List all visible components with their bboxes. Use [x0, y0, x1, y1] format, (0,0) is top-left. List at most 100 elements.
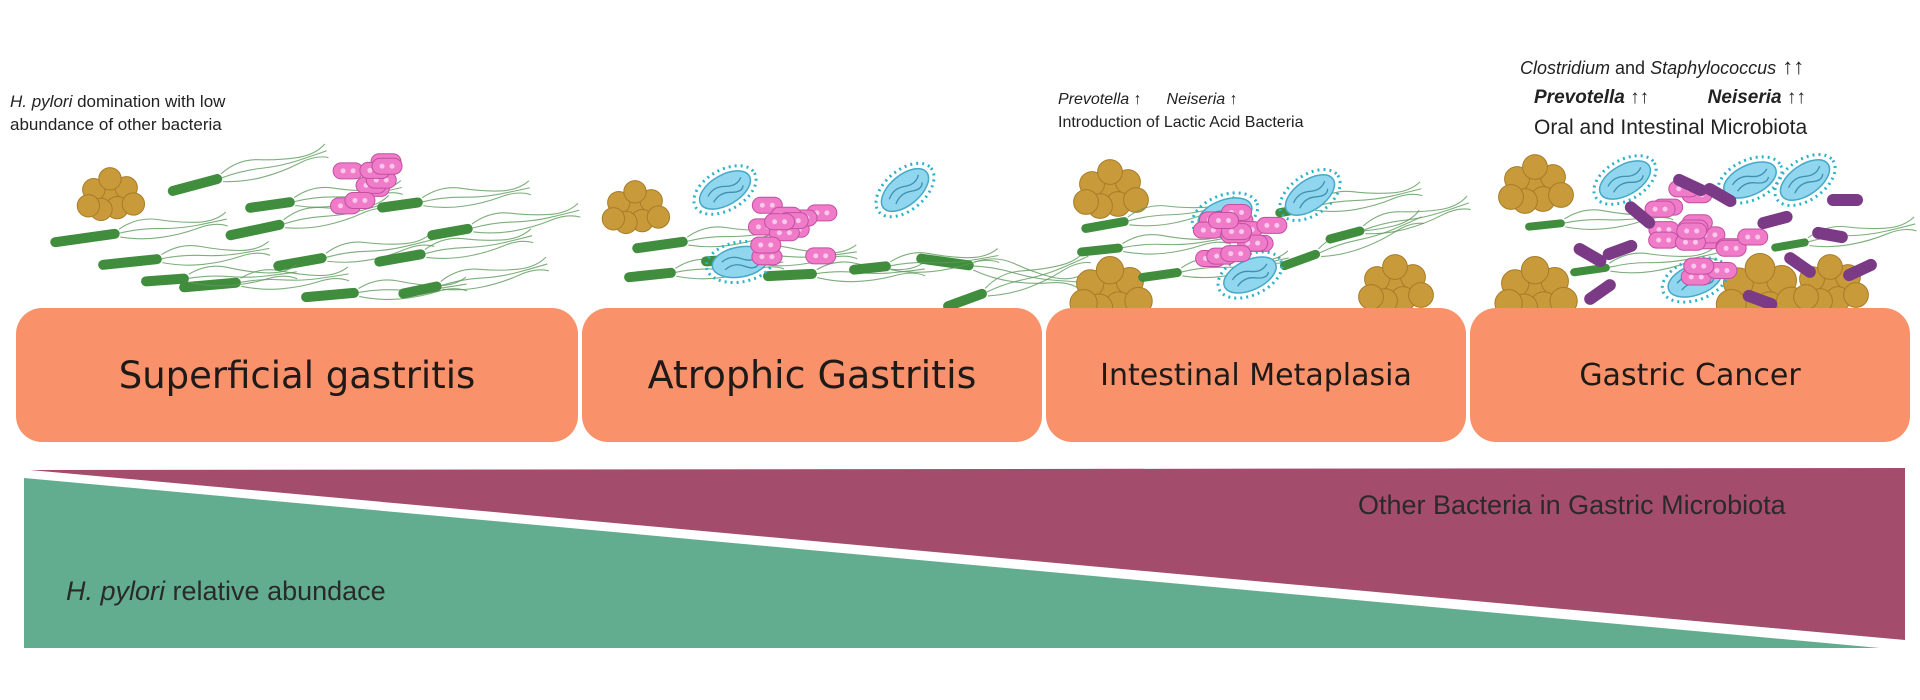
cell-detail: [1731, 168, 1770, 192]
lactic-bacterium: [1256, 216, 1288, 234]
cell-detail: [1607, 167, 1644, 193]
lactic-spot: [786, 230, 792, 236]
rod-body: [1279, 249, 1321, 271]
bacteria-illustrations: [50, 143, 1917, 325]
flagellum: [817, 272, 926, 283]
cocci-cluster: [76, 167, 146, 222]
flagellum: [1609, 252, 1718, 268]
cell-capsule: [1278, 168, 1342, 222]
coccus: [98, 167, 122, 191]
flagellum: [1319, 216, 1422, 254]
lactic-spot: [1684, 228, 1690, 234]
lactic-spot: [1255, 240, 1261, 246]
rod-bacterium: [377, 180, 532, 213]
lactic-bacteria-cluster: [747, 196, 838, 266]
lactic-spot: [337, 203, 343, 209]
flagellum: [1362, 195, 1468, 227]
lactic-spot: [769, 202, 775, 208]
lactic-spot: [352, 197, 358, 203]
stage-box-atrophic-gastritis: Atrophic Gastritis: [582, 308, 1042, 442]
rod-bacterium: [374, 228, 534, 267]
flagellum: [1122, 236, 1231, 249]
flagellum: [974, 258, 1082, 280]
rod-bacterium: [273, 232, 435, 271]
lactic-spot: [1688, 274, 1694, 280]
stage-label-intestinal-metaplasia: Intestinal Metaplasia: [1100, 357, 1412, 393]
rod-bacterium: [141, 264, 298, 287]
rod-body: [377, 197, 423, 213]
lactic-spot: [1215, 218, 1221, 224]
note-and: and: [1610, 58, 1651, 78]
flagellum: [189, 275, 298, 287]
lactic-spot: [759, 202, 765, 208]
clostridium-rod: [1602, 239, 1638, 261]
flagellum: [816, 268, 925, 275]
rod-body: [1525, 219, 1565, 231]
coccus: [623, 180, 647, 204]
lactic-bacterium: [1220, 245, 1252, 263]
lactic-bacterium: [1207, 212, 1239, 230]
rod-bacterium: [98, 240, 271, 270]
coccus: [1097, 159, 1123, 185]
cell-body: [1598, 160, 1652, 200]
lactic-spot: [813, 253, 819, 259]
note-neiseria: Neiseria: [1166, 91, 1226, 108]
flagellum: [241, 277, 350, 290]
lactic-spot: [1264, 222, 1270, 228]
lactic-bacterium: [1644, 200, 1676, 218]
flagellum: [358, 276, 467, 289]
rod-body: [225, 219, 285, 241]
cocci-cluster: [1793, 254, 1869, 314]
lactic-spot: [823, 253, 829, 259]
rod-body: [1077, 243, 1123, 257]
rod-body: [1325, 226, 1365, 244]
flagellum: [326, 239, 434, 258]
rod-body: [374, 249, 426, 267]
cell-detail: [888, 174, 923, 205]
cell-detail: [707, 177, 744, 203]
flagellum: [422, 187, 530, 203]
lactic-spot: [1698, 274, 1704, 280]
lactic-spot: [1239, 229, 1245, 235]
flagellum: [1314, 188, 1422, 208]
flagellum: [972, 269, 1080, 290]
h-pylori-wedge: [24, 478, 1880, 648]
rod-body: [1081, 217, 1129, 233]
lactic-spot: [769, 254, 775, 260]
flagellum: [161, 240, 269, 256]
note-prevotella-arrow: ↑: [1129, 91, 1142, 108]
lactic-spot: [776, 230, 782, 236]
rod-body: [98, 254, 162, 270]
prevotella-like-cell: [874, 161, 936, 219]
lactic-spot: [1755, 234, 1761, 240]
cell-body: [880, 167, 930, 213]
lactic-bacterium: [750, 236, 782, 254]
lactic-spot: [1652, 206, 1658, 212]
lactic-spot: [1656, 237, 1662, 243]
clostridium-rod: [1624, 201, 1656, 229]
flagellum: [161, 247, 270, 260]
lactic-bacteria-cluster: [1674, 222, 1769, 286]
rod-bacterium: [167, 143, 329, 196]
lactic-spot: [1656, 227, 1662, 233]
rod-body: [849, 261, 891, 275]
flagellum: [890, 248, 999, 263]
note-lactic-acid-bacteria: Introduction of Lactic Acid Bacteria: [1058, 114, 1304, 131]
flagellum: [1317, 209, 1420, 250]
stage-label-superficial-gastritis: Superficial gastritis: [118, 353, 476, 397]
lactic-spot: [782, 219, 788, 225]
clostridium-rod: [1843, 258, 1877, 282]
note-prevotella-cancer-arrow: ↑↑: [1624, 87, 1650, 108]
flagellum: [359, 288, 468, 300]
flagellum: [1365, 208, 1471, 235]
lactic-bacterium: [1737, 228, 1769, 246]
lactic-bacteria-cluster: [1192, 203, 1288, 267]
flagellum: [120, 223, 228, 240]
flagellum: [441, 263, 548, 286]
lactic-spot: [362, 197, 368, 203]
rod-bacterium: [849, 248, 1000, 275]
flagellum: [118, 211, 227, 230]
lactic-spot: [383, 177, 389, 183]
note-clostridium-staph-arrows: ↑↑: [1776, 54, 1805, 79]
